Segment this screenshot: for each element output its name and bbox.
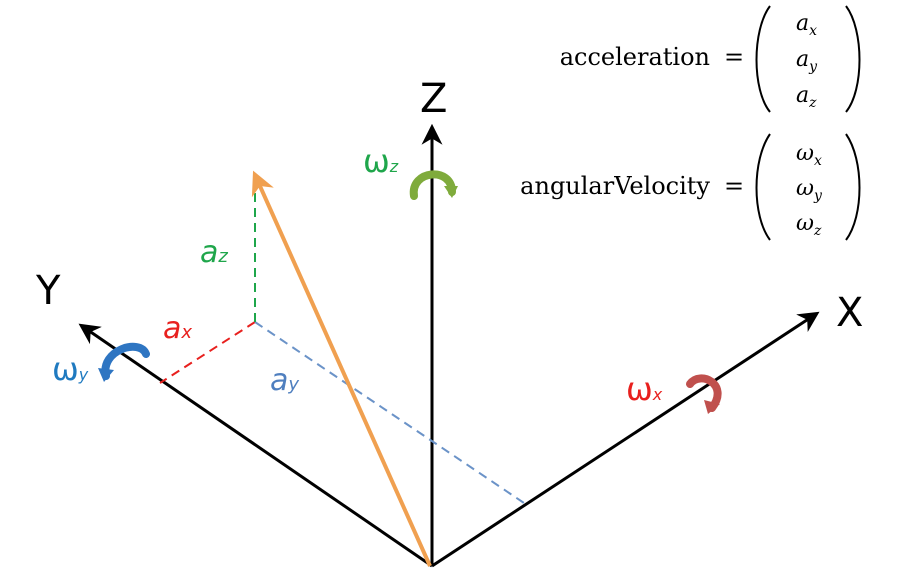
ay-label: ay — [270, 363, 299, 398]
angular-velocity-left-paren — [755, 133, 771, 241]
wx-rotation-icon — [686, 374, 722, 414]
angular-velocity-name: angularVelocity — [520, 172, 710, 200]
y-axis-label: Y — [35, 268, 61, 314]
angular-velocity-equation: angularVelocity = ωx ωy ωz — [520, 133, 861, 241]
acceleration-entry-x: ax — [796, 11, 817, 39]
x-axis-label: X — [836, 290, 863, 336]
ay-dash-line — [254, 321, 525, 504]
ax-dash-line — [159, 321, 256, 384]
angular-velocity-entry-x: ωx — [796, 141, 822, 169]
wy-rotation-icon — [98, 342, 150, 382]
wz-rotation-icon — [409, 170, 458, 200]
wz-label: ωz — [363, 142, 399, 180]
x-axis — [431, 311, 820, 568]
az-label: az — [200, 235, 228, 270]
acceleration-equation: acceleration = ax ay az — [560, 5, 861, 113]
acceleration-right-paren — [845, 5, 861, 113]
wx-label: ωx — [626, 370, 663, 408]
acceleration-name: acceleration — [560, 43, 710, 71]
y-axis — [78, 323, 433, 568]
angular-velocity-entry-y: ωy — [796, 176, 823, 204]
z-axis-label: Z — [420, 76, 447, 122]
ax-label: ax — [163, 311, 192, 346]
acceleration-entry-z: az — [796, 83, 817, 111]
acceleration-left-paren — [755, 5, 771, 113]
angular-velocity-equals: = — [724, 172, 744, 200]
angular-velocity-entry-z: ωz — [796, 211, 822, 239]
angular-velocity-right-paren — [845, 133, 861, 241]
acceleration-vector — [251, 170, 432, 567]
wy-label: ωy — [52, 350, 89, 388]
acceleration-entry-y: ay — [796, 47, 818, 75]
acceleration-equals: = — [724, 43, 744, 71]
